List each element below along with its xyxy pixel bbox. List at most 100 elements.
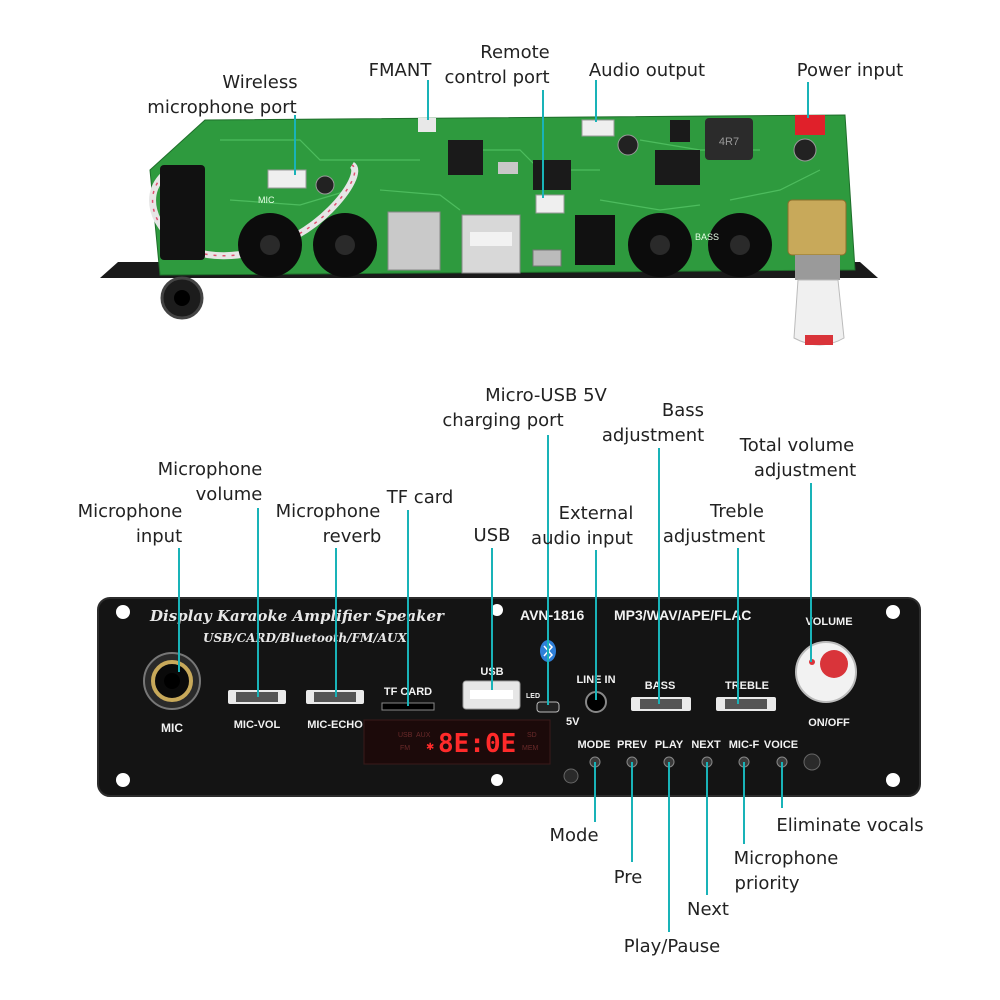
display-digits: 8E:0E [438,729,516,759]
label-mic-volume-1: Microphone [158,459,263,480]
cap-1 [315,175,335,195]
micro-usb-board [532,249,562,267]
panel-mic-vol: MIC-VOL [234,719,281,731]
label-play-pause: Play/Pause [624,936,721,957]
label-bass-2: adjustment [602,425,704,446]
inductor [705,118,753,160]
hole-tc [491,604,503,616]
bottom-callouts [178,435,812,932]
panel-subtitle: USB/CARD/Bluetooth/FM/AUX [203,631,408,645]
hole-br [886,773,900,787]
jack-block [160,165,205,260]
pot-mic-vol-shaft [260,235,280,255]
chip-2 [533,160,571,190]
hole-bc [491,774,503,786]
label-mic-priority-2: priority [735,873,800,894]
pcb-traces [220,139,821,211]
label-mic-reverb-2: reverb [323,526,382,547]
panel-btn-mode: MODE [578,739,611,751]
label-remote-1: Remote [480,42,549,63]
audio-out-connector [581,119,615,137]
label-wireless-1: Wireless [222,72,297,93]
panel-title: Display Karaoke Amplifier Speaker [149,607,445,625]
label-audio-output: Audio output [589,60,705,81]
vol-switch-shaft [795,255,840,280]
inductor-label: 4R7 [719,136,739,148]
panel-btn-micf: MIC-F [729,739,760,751]
label-mic-volume-2: volume [196,484,263,505]
bass-silk: BASS [695,232,719,242]
cap-2 [617,134,639,156]
vol-knob-tip [805,335,833,345]
mic-silk: MIC [258,195,275,205]
mic-jack-center [164,673,180,689]
pot-treble-shaft [730,235,750,255]
treble-knob[interactable] [725,699,767,709]
mic-jack-hole [174,290,190,306]
label-mic-input-1: Microphone [78,501,183,522]
label-mic-priority-1: Microphone [734,848,839,869]
label-bass-1: Bass [662,400,704,421]
display-bt-indicator: ✱ [426,742,434,753]
panel-screw [803,753,821,771]
crystal [498,162,518,174]
panel-btn-prev: PREV [617,739,648,751]
label-power-input: Power input [797,60,903,81]
display-aux: AUX [416,732,431,739]
pcb-assembly: 4R7 BASS MIC [100,114,878,346]
panel-led: LED [526,693,540,700]
panel-mic-label: MIC [161,721,183,735]
bass-knob[interactable] [640,699,682,709]
label-remote-2: control port [444,67,549,88]
hole-tr [886,605,900,619]
label-mode: Mode [549,825,598,846]
panel-volume: VOLUME [805,616,852,628]
label-ext-audio-2: audio input [531,528,633,549]
label-fmant: FMANT [369,60,433,81]
panel-5v: 5V [566,716,580,728]
panel-treble: TREBLE [725,680,769,692]
label-mic-reverb-1: Microphone [276,501,381,522]
hole-tl [116,605,130,619]
label-micro-usb-1: Micro-USB 5V [485,385,607,406]
usb-port-tongue [470,690,513,699]
label-usb: USB [474,525,511,546]
top-callouts [294,80,809,198]
label-tf-card: TF card [386,487,454,508]
volume-knob-cap [820,650,848,678]
panel-model: AVN-1816 [520,607,585,623]
cap-3 [793,138,817,162]
label-treble-2: adjustment [663,526,765,547]
panel-btn-voice: VOICE [764,739,798,751]
panel-mic-echo: MIC-ECHO [307,719,363,731]
pot-bass-shaft [650,235,670,255]
pot-mic-echo-shaft [335,235,355,255]
pcb-pots [238,213,772,277]
display-mem: MEM [522,745,539,752]
chip-4 [670,120,690,142]
label-mic-input-2: input [136,526,182,547]
remote-connector [535,194,565,214]
display-usb: USB [398,732,413,739]
label-micro-usb-2: charging port [442,410,563,431]
panel-btn-next: NEXT [691,739,721,751]
hole-bl [116,773,130,787]
power-connector [795,115,825,135]
led-display [363,719,551,765]
panel-on-off: ON/OFF [808,717,850,729]
chip-1 [448,140,483,175]
label-ext-audio-1: External [559,503,634,524]
front-panel: Display Karaoke Amplifier Speaker USB/CA… [97,597,921,797]
fm-ant-pad [418,118,436,132]
label-total-vol-2: adjustment [754,460,856,481]
panel-btn-play: PLAY [655,739,684,751]
label-pre: Pre [614,867,643,888]
ir-sensor [563,768,579,784]
mic-wire [149,162,359,260]
label-treble-1: Treble [709,501,764,522]
label-total-vol-1: Total volume [739,435,854,456]
panel-formats: MP3/WAV/APE/FLAC [614,607,751,623]
display-fm: FM [400,745,410,752]
